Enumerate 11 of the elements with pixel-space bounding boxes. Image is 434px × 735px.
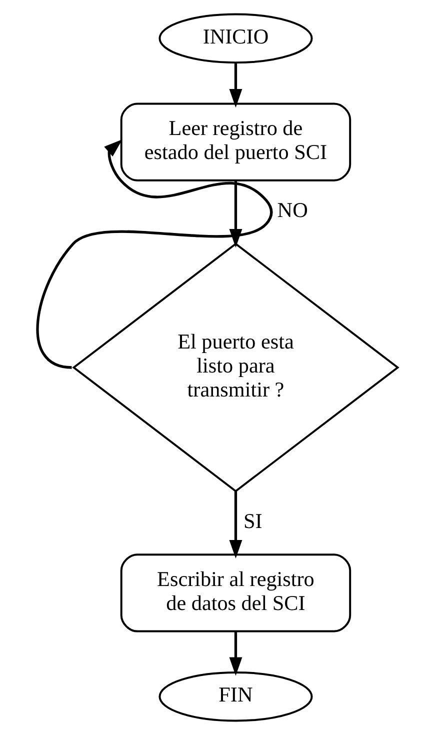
arrow (228, 63, 242, 108)
node-ellipse: FIN (158, 671, 312, 722)
arrow (228, 491, 242, 559)
node-diamond: El puerto esta listo para transmitir ? (72, 242, 399, 492)
edge-label: SI (243, 508, 262, 533)
node-box: Escribir al registro de datos del SCI (120, 554, 351, 632)
node-ellipse: INICIO (158, 13, 312, 64)
arrow (36, 139, 272, 369)
edge-label: NO (276, 198, 308, 222)
arrow (228, 631, 242, 676)
node-box: Leer registro de estado del puerto SCI (120, 102, 351, 182)
